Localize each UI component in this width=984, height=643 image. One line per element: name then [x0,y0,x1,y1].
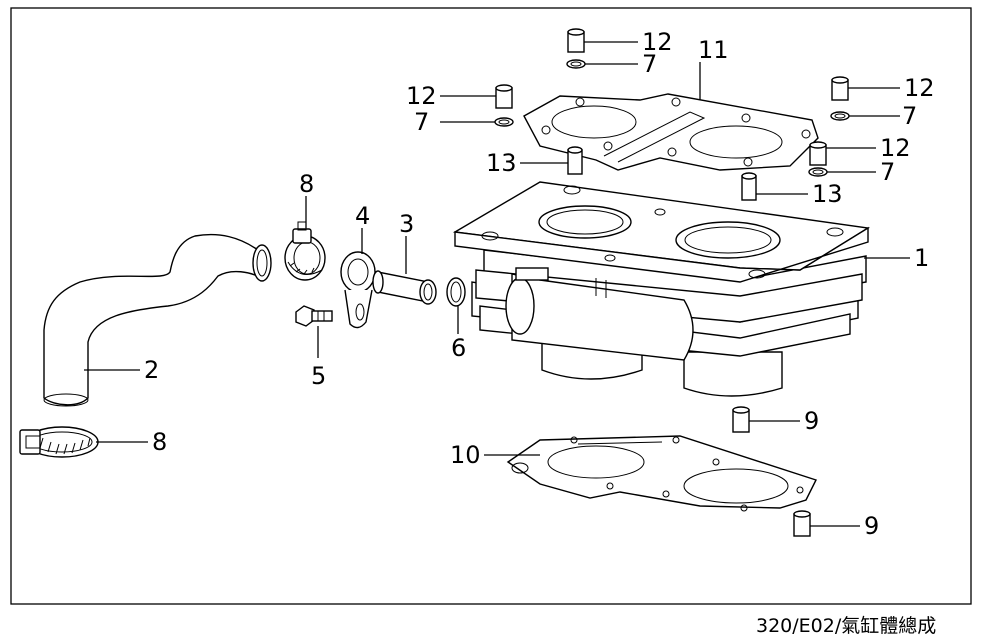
hose-clamp-lower[interactable] [19,426,99,458]
diagram-frame [10,7,972,605]
callout-2: 2 [144,356,159,384]
dowel-pin-9-upper[interactable] [732,406,750,433]
coolant-hose[interactable] [43,233,272,407]
dowel-pin-12-right[interactable] [809,141,827,166]
callout-9b: 9 [864,512,879,540]
hose-clamp-upper[interactable] [284,221,326,281]
callout-13a: 13 [486,149,517,177]
callout-12b: 12 [406,82,437,110]
callout-8a: 8 [299,170,314,198]
o-ring[interactable] [446,277,466,307]
dowel-pin-13-right[interactable] [741,172,757,201]
callout-7c: 7 [902,102,917,130]
o-ring-7-right-top[interactable] [830,111,850,121]
water-pipe[interactable] [372,270,437,305]
callout-9a: 9 [804,407,819,435]
leader-lines [84,41,910,527]
callout-7d: 7 [880,158,895,186]
bleed-bolt[interactable] [295,305,333,327]
callout-6: 6 [451,334,466,362]
callout-12a: 12 [642,28,673,56]
callout-1: 1 [914,244,929,272]
dowel-pin-12-left[interactable] [495,84,513,109]
cylinder-block[interactable] [452,181,871,397]
callout-8b: 8 [152,428,167,456]
outlet-gasket[interactable] [340,251,376,329]
diagram-caption: 320/E02/氣缸體總成 [756,615,936,637]
callout-labels: 1 2 3 4 5 6 7 7 7 7 8 8 9 9 10 11 12 12 … [144,28,935,540]
o-ring-7-top[interactable] [566,59,586,69]
callout-12d: 12 [880,134,911,162]
callout-3: 3 [399,210,414,238]
o-ring-7-right[interactable] [808,167,828,177]
callout-12c: 12 [904,74,935,102]
callout-5: 5 [311,362,326,390]
callout-7b: 7 [414,108,429,136]
dowel-pin-12-right-top[interactable] [831,76,849,101]
dowel-pin-13-left[interactable] [567,146,583,175]
o-ring-7-left[interactable] [494,117,514,127]
callout-7a: 7 [642,50,657,78]
base-gasket[interactable] [506,435,817,512]
dowel-pin-12-top[interactable] [567,28,585,53]
dowel-pin-9-lower[interactable] [793,510,811,537]
callout-10: 10 [450,441,481,469]
callout-13b: 13 [812,180,843,208]
callout-11: 11 [698,36,729,64]
callout-4: 4 [355,202,370,230]
head-gasket[interactable] [523,93,819,171]
